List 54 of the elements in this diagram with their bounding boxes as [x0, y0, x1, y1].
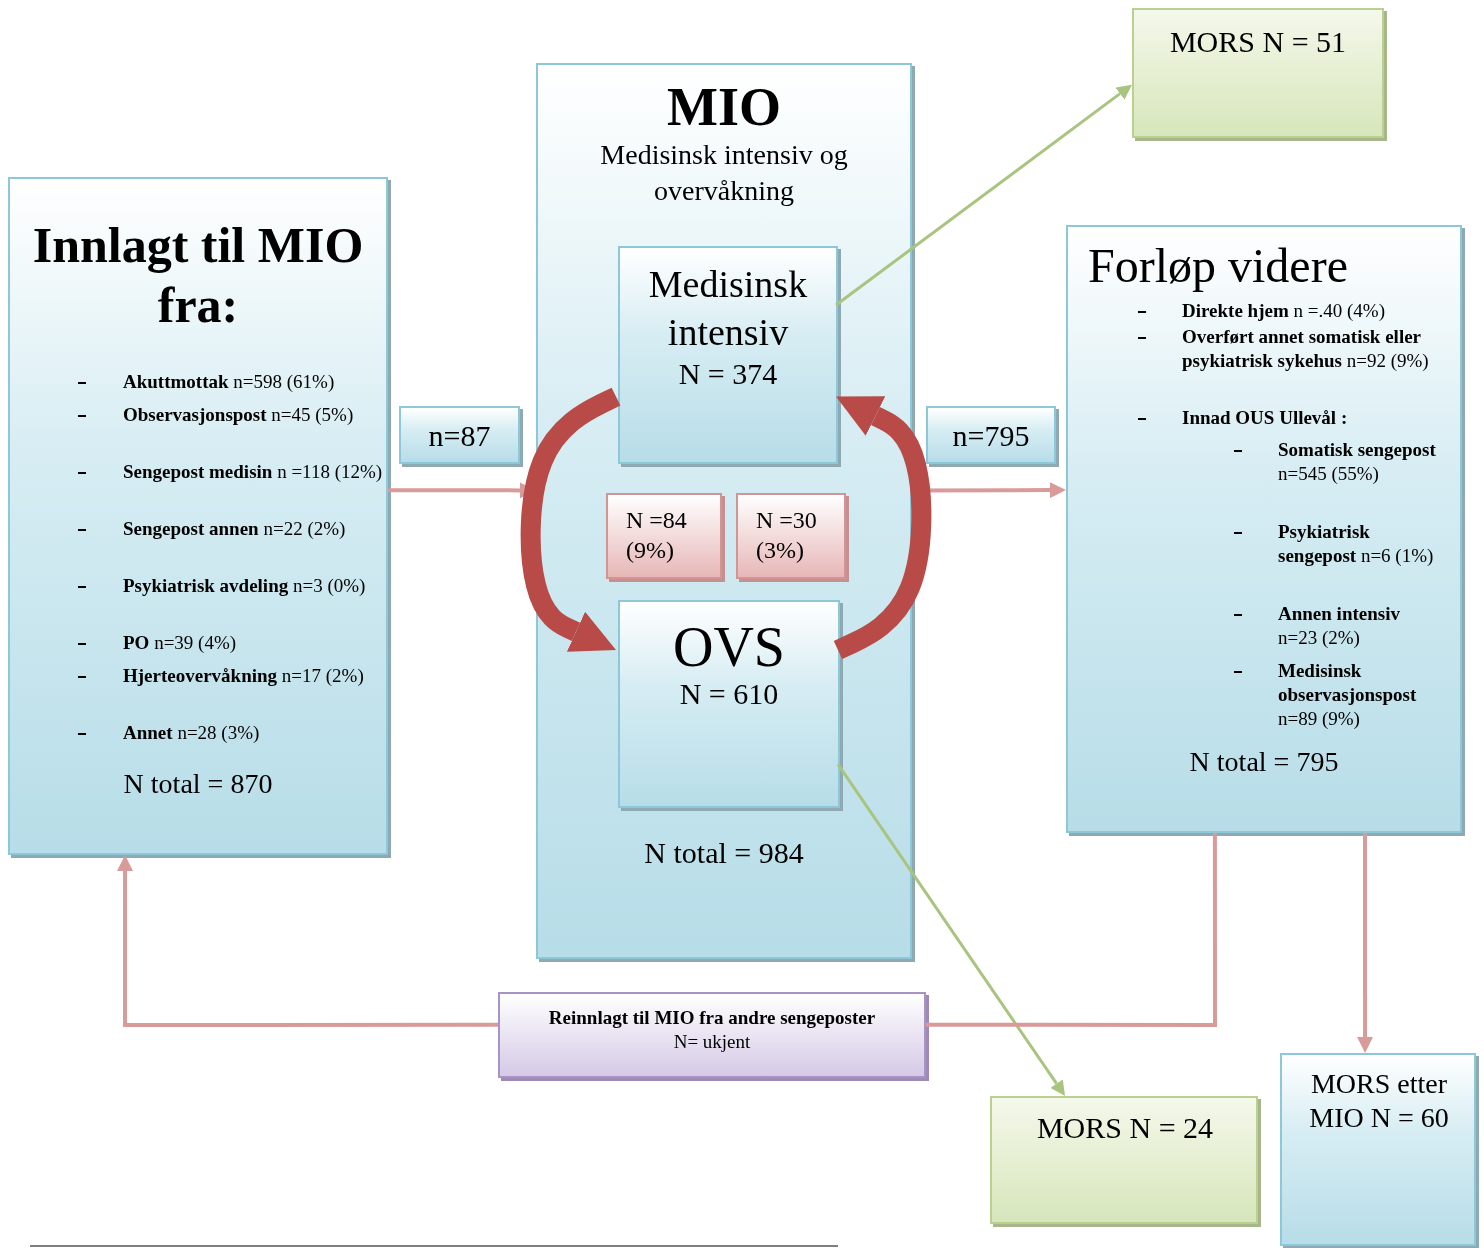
panel-heading: Forløp videre [1088, 239, 1349, 293]
arrow [1357, 833, 1374, 1053]
transfer-count-box [736, 493, 846, 579]
list-item: Direkte hjem n =.40 (4%) [1182, 299, 1386, 323]
box-text: MORS N = 51 [1168, 24, 1348, 60]
total-text: N total = 870 [122, 767, 274, 801]
list-item: Psykiatrisk sengepost n=6 (1%) [1278, 520, 1435, 568]
arrow [836, 763, 1066, 1096]
subtitle: Medisinsk intensiv og overvåkning [599, 138, 849, 208]
count-text: N =84 (9%) [626, 506, 688, 565]
box-text: MORS N = 24 [1035, 1110, 1215, 1146]
list-item: PO n=39 (4%) [123, 631, 238, 655]
box-title: OVS [672, 616, 786, 678]
ward-box [618, 246, 838, 464]
total-text: N total = 984 [643, 835, 805, 871]
count-text: n=795 [951, 418, 1031, 454]
ward-box [618, 600, 840, 808]
mortality-box [1132, 8, 1384, 138]
curved-arrow [520, 387, 621, 652]
count-text: N =30 (3%) [756, 506, 818, 565]
transfer-count-box [606, 493, 722, 579]
panel-heading: Innlagt til MIO fra: [31, 216, 365, 335]
total-text: N total = 795 [1188, 745, 1340, 779]
list-item: Psykiatrisk avdeling n=3 (0%) [123, 574, 367, 598]
arrow [117, 855, 498, 1027]
box-title: Medisinsk intensiv [647, 262, 809, 355]
box-text: MORS etter MIO N = 60 [1308, 1067, 1450, 1135]
arrow [835, 84, 1132, 307]
outcome-panel [1066, 225, 1462, 833]
list-item: Overført annet somatisk eller psykiatrisk sykehus n=92 (9%) [1182, 325, 1430, 373]
box-text: N= ukjent [672, 1030, 752, 1054]
box-title: Reinnlagt til MIO fra andre sengeposter [547, 1006, 877, 1030]
list-item: Hjerteovervåkning n=17 (2%) [123, 664, 365, 688]
list-item: Sengepost annen n=22 (2%) [123, 517, 347, 541]
list-item: Sengepost medisin n =118 (12%) [123, 460, 384, 484]
mortality-box [1280, 1053, 1476, 1246]
readmission-box [498, 992, 926, 1078]
list-item: Medisinsk observasjonspost n=89 (9%) [1278, 659, 1418, 731]
count-text: n=87 [427, 418, 492, 454]
mortality-box [990, 1096, 1258, 1224]
list-item: Innad OUS Ullevål : [1182, 406, 1349, 430]
list-item: Annet n=28 (3%) [123, 721, 261, 745]
count-box [926, 406, 1056, 464]
connector-line [926, 833, 1217, 1027]
panel-heading: MIO [666, 77, 782, 137]
unit-panel [536, 63, 912, 959]
list-item: Akuttmottak n=598 (61%) [123, 370, 336, 394]
count-text: N = 610 [678, 676, 780, 712]
count-text: N = 374 [677, 356, 779, 392]
list-item: Observasjonspost n=45 (5%) [123, 403, 355, 427]
list-item: Somatisk sengepost n=545 (55%) [1278, 438, 1437, 486]
source-panel [8, 177, 388, 855]
count-box [399, 406, 520, 464]
list-item: Annen intensiv n=23 (2%) [1278, 602, 1401, 650]
